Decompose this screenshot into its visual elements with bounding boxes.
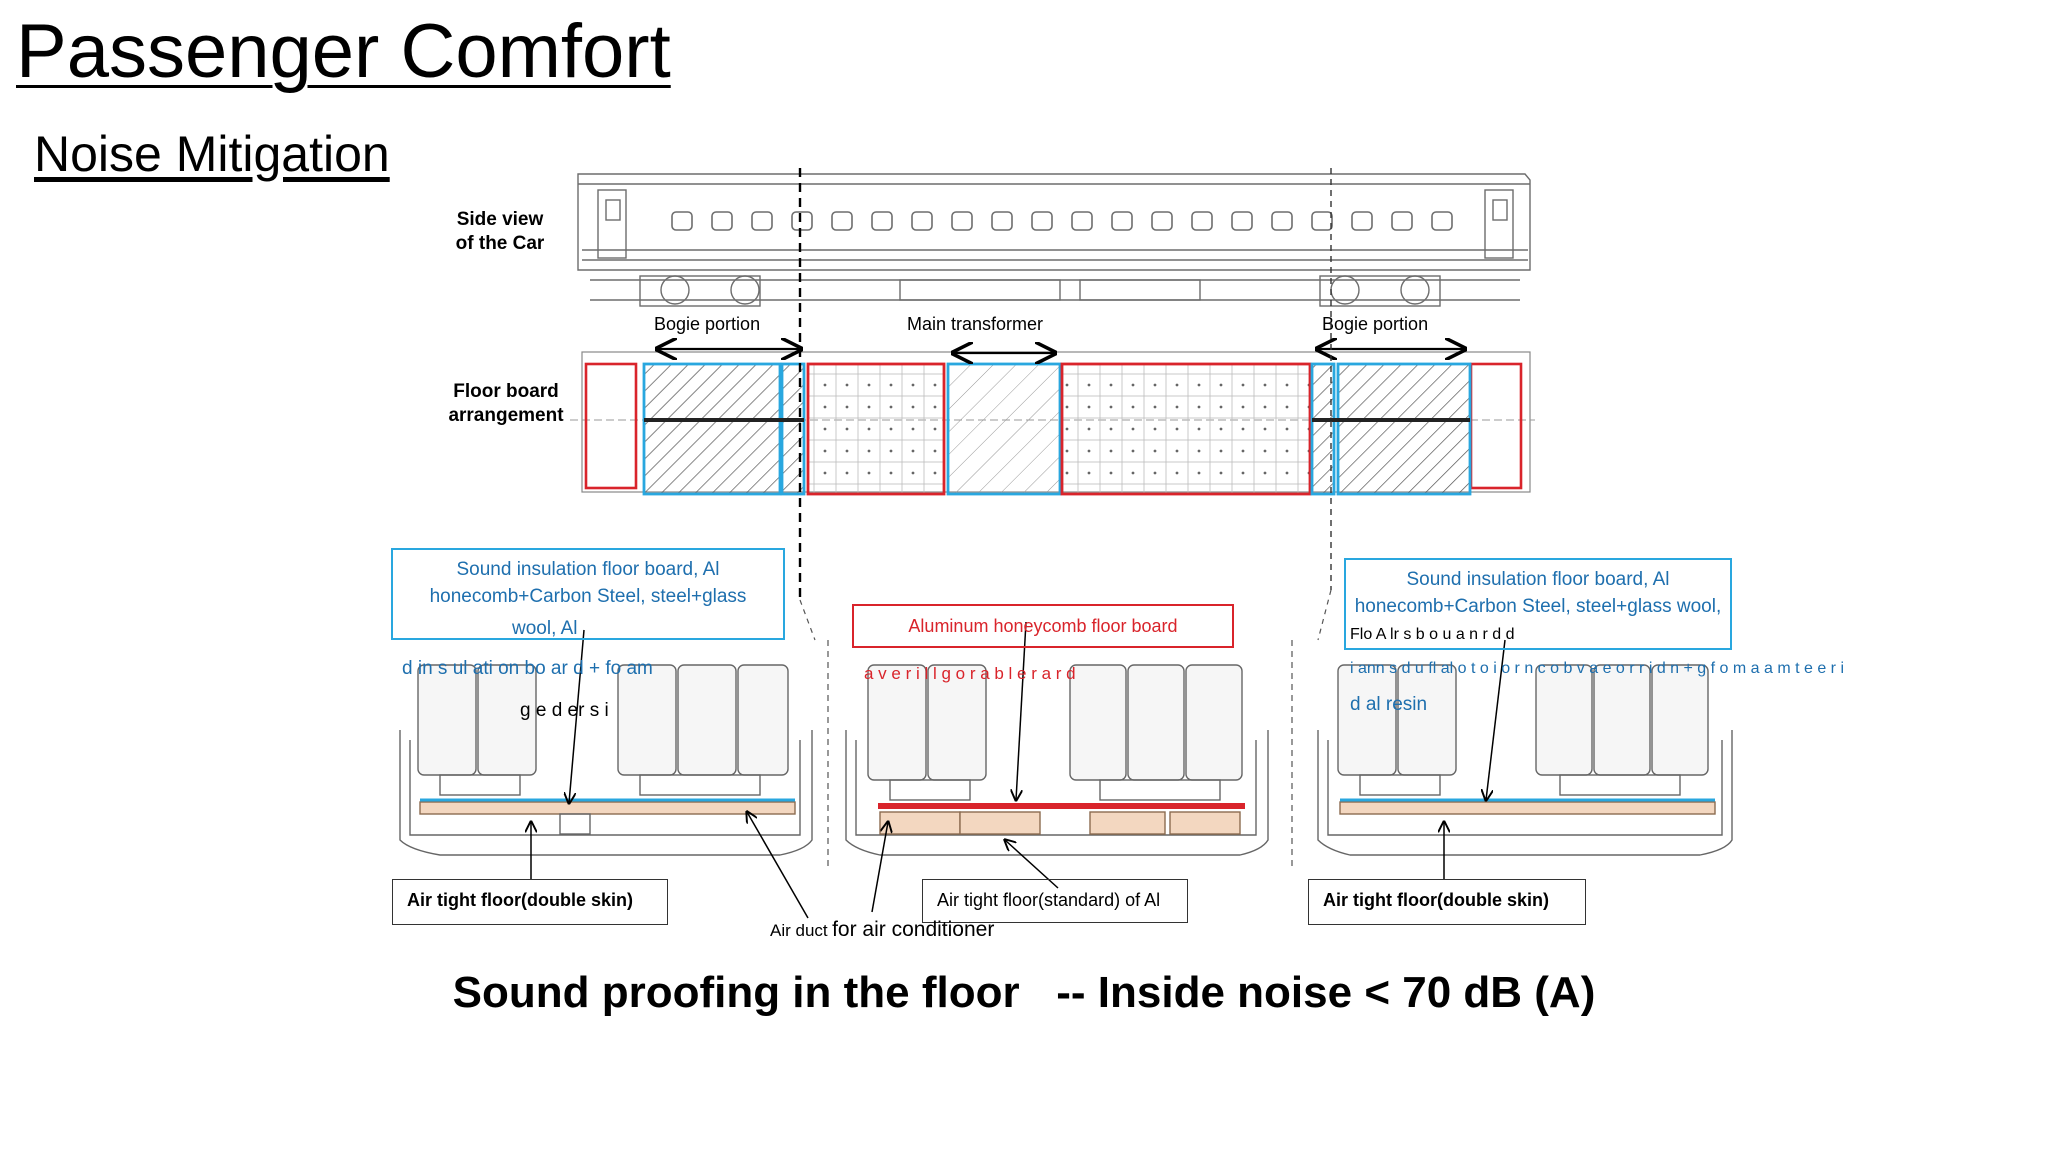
side-view-label-line1: Side view	[456, 209, 544, 230]
leader-lines	[531, 621, 1506, 919]
floor-panel-red-1	[806, 362, 946, 496]
main-transformer-label: Main transformer	[907, 314, 1044, 334]
slide-title: Passenger Comfort	[16, 9, 671, 94]
label-air-duct-large: for air conditioner	[832, 918, 995, 941]
callout-right-overlap-1: Flo A lr s b o u a n r d d	[1350, 626, 1515, 643]
floor-board-label-line2: arrangement	[448, 405, 564, 426]
bogie-portion-left-label: Bogie portion	[654, 314, 761, 334]
floor-board-label-line1: Floor board	[453, 381, 559, 402]
car-windows	[671, 211, 1453, 231]
floor-panel-bogie-left	[642, 362, 782, 496]
floor-board-arrangement	[570, 351, 1535, 496]
side-view-label-line2: of the Car	[455, 233, 545, 254]
label-middle-air-tight-floor: Air tight floor(standard) of Al	[922, 879, 1188, 923]
cross-section-right	[1317, 664, 1733, 856]
floor-board-label: Floor board arrangement	[436, 380, 576, 428]
label-left-air-tight-floor: Air tight floor(double skin)	[392, 879, 668, 925]
callout-left-sound-insulation: Sound insulation floor board, Al honecom…	[391, 548, 785, 640]
callout-right-sound-insulation: Sound insulation floor board, Al honecom…	[1344, 558, 1732, 650]
label-air-duct: Air duct for air conditioner	[770, 918, 994, 942]
label-right-air-tight-floor: Air tight floor(double skin)	[1308, 879, 1586, 925]
side-view-label: Side view of the Car	[440, 208, 560, 256]
callout-middle-overlap: a v e r i l l g o r a b l e r a r d	[864, 664, 1076, 683]
bogie-portion-right-label: Bogie portion	[1322, 314, 1429, 334]
label-air-duct-small: Air duct	[770, 921, 828, 940]
floor-panel-transformer	[946, 362, 1062, 496]
callout-left-overlap-2: g e d er s i	[520, 700, 609, 721]
callout-left-overlap-1: d in s ul ati on bo ar d + fo am	[402, 658, 653, 679]
callout-left-overflow: wool, Al	[512, 618, 578, 639]
floor-panel-red-2	[1060, 362, 1312, 496]
floor-panel-end-right	[1469, 362, 1523, 490]
slide-subtitle: Noise Mitigation	[34, 126, 390, 182]
callout-right-overlap-3: d al resin	[1350, 694, 1428, 715]
cross-section-left	[399, 664, 813, 856]
car-side-view	[577, 173, 1531, 307]
callout-middle-aluminum-board: Aluminum honeycomb floor board	[852, 604, 1234, 648]
floor-panel-bogie-right	[1336, 362, 1472, 496]
cross-section-middle	[845, 664, 1269, 856]
footer-statement: Sound proofing in the floor -- Inside no…	[452, 968, 1596, 1017]
floor-panel-end-left	[584, 362, 638, 490]
callout-right-overlap-2: i ann s d u fl al o t o i o r n c o b v …	[1350, 660, 1845, 677]
